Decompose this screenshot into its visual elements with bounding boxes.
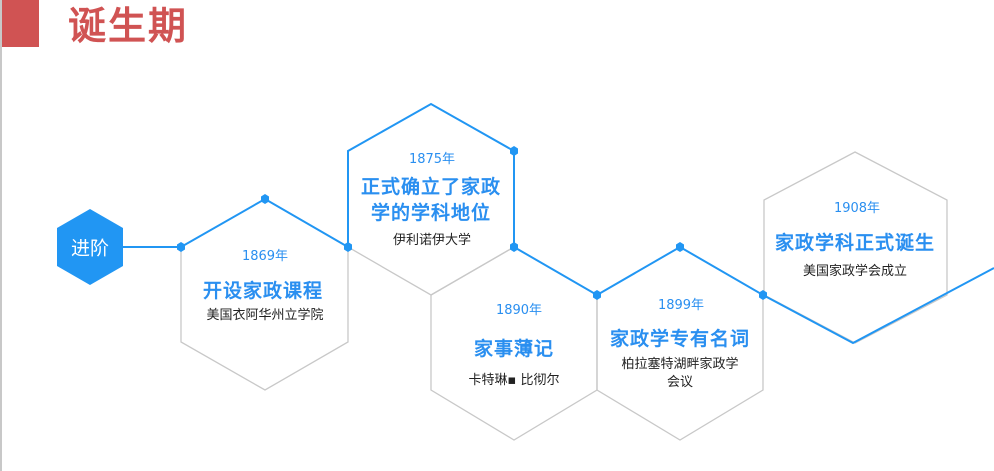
- node-dot: [676, 242, 684, 252]
- node-dot: [759, 290, 767, 300]
- event-year: 1869年: [241, 249, 289, 264]
- node-dot: [593, 290, 601, 300]
- event-heading: 家事薄记: [473, 338, 555, 360]
- node-dot: [510, 146, 518, 156]
- timeline-nodes: [177, 146, 767, 300]
- event-detail: 卡特琳▪ 比彻尔: [468, 373, 560, 388]
- event-heading: 开设家政课程: [202, 280, 324, 302]
- left-border: [0, 0, 2, 471]
- start-label: 进阶: [70, 237, 110, 260]
- event-detail-line: 柏拉塞特湖畔家政学: [621, 357, 739, 372]
- event-heading-line: 学的学科地位: [370, 202, 492, 224]
- page-title: 诞生期: [68, 4, 189, 48]
- event-heading: 家政学科正式诞生: [774, 232, 936, 254]
- event-detail: 伊利诺伊大学: [392, 233, 472, 248]
- event-year: 1875年: [408, 152, 456, 167]
- node-dot: [261, 194, 269, 204]
- event-detail: 美国衣阿华州立学院: [206, 308, 324, 323]
- node-dot: [344, 242, 352, 252]
- node-dot: [510, 242, 518, 252]
- event-detail-line: 会议: [666, 375, 694, 390]
- event-year: 1908年: [833, 201, 881, 216]
- event-heading-line: 正式确立了家政: [360, 176, 502, 198]
- event-heading: 家政学专有名词: [609, 328, 751, 350]
- event-detail: 美国家政学会成立: [802, 264, 908, 279]
- event-year: 1890年: [495, 303, 543, 318]
- node-dot: [177, 242, 185, 252]
- event-year: 1899年: [657, 298, 705, 313]
- title-accent-block: [2, 0, 39, 47]
- start-hexagon: [57, 209, 123, 285]
